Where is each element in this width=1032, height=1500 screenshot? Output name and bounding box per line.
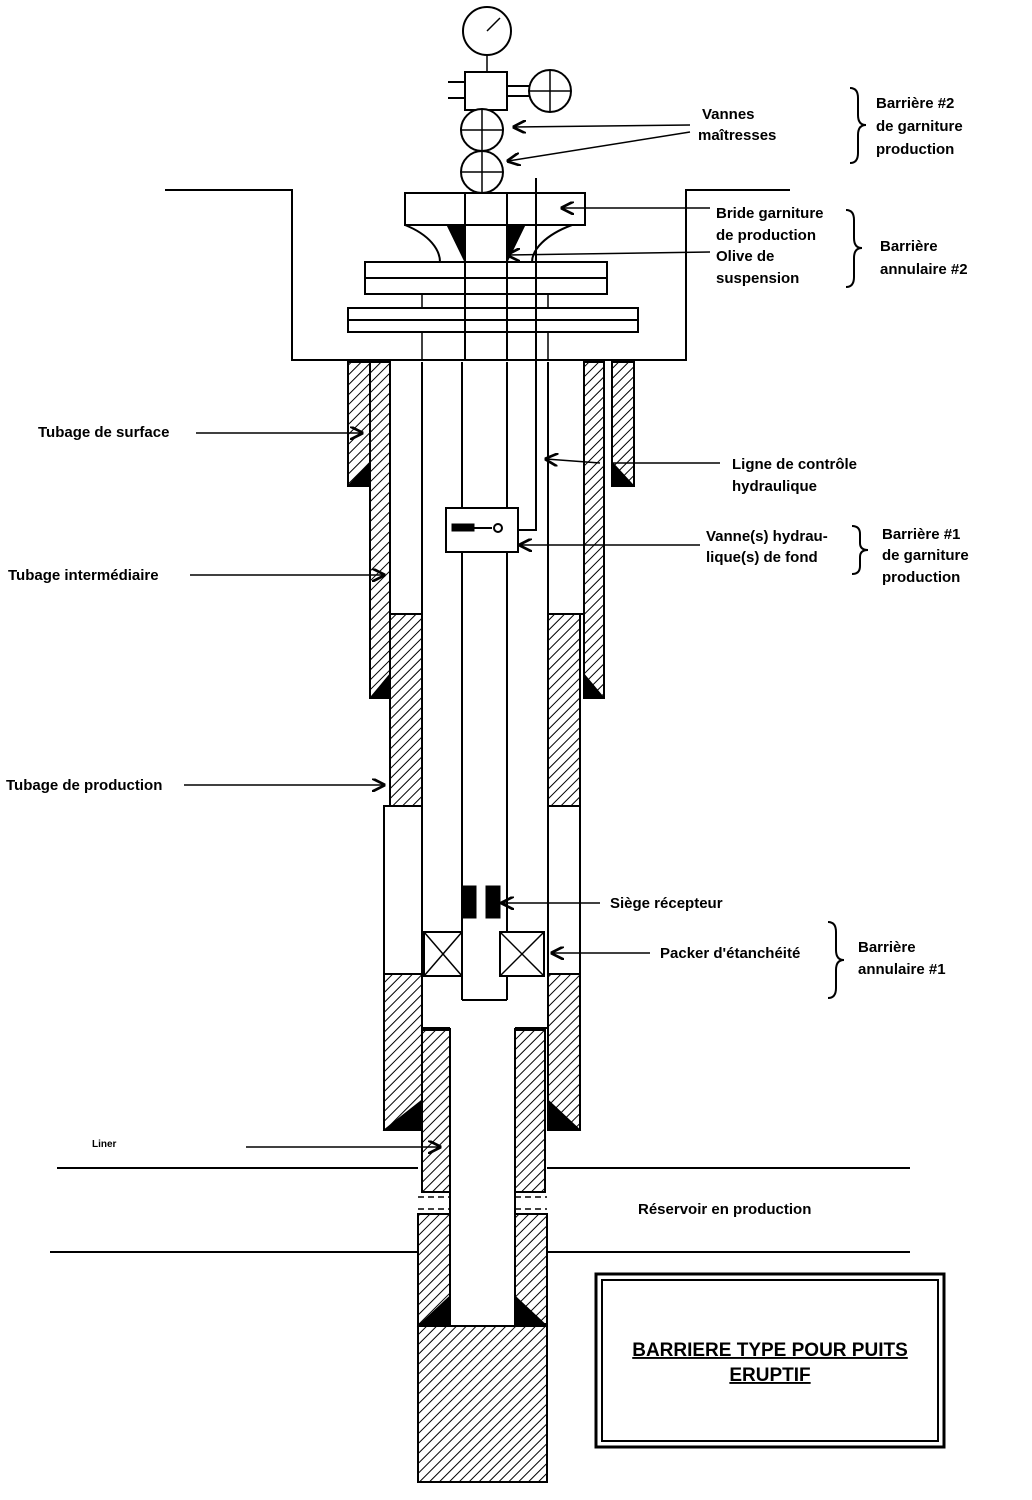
casing-head-flange-3 — [347, 307, 639, 321]
label-tubage-production: Tubage de production — [6, 777, 162, 794]
label-barriere2-garniture-2: de garniture — [876, 118, 963, 135]
label-barriere2-garniture-3: production — [876, 141, 954, 158]
landing-nipple-left — [461, 885, 477, 919]
casing-head-flange-2 — [364, 277, 608, 295]
label-vannes-hydrauliques-2: lique(s) de fond — [706, 549, 818, 566]
label-ligne-controle-1: Ligne de contrôle — [732, 456, 857, 473]
leader-arrows — [184, 125, 720, 1147]
title-line-2: ERUPTIF — [729, 1365, 810, 1386]
label-barriere-annulaire1-1: Barrière — [858, 939, 916, 956]
label-tubage-surface: Tubage de surface — [38, 424, 169, 441]
liner — [416, 1027, 549, 1483]
casing-head-flange-1 — [364, 261, 608, 279]
tubing-spool — [404, 224, 573, 263]
label-vannes-maitresses-1: Vannes — [702, 106, 755, 123]
label-ligne-controle-2: hydraulique — [732, 478, 817, 495]
hydraulic-control-line — [518, 178, 537, 531]
label-barriere-annulaire1-2: annulaire #1 — [858, 961, 946, 978]
cellar-outline — [165, 189, 790, 361]
wellhead — [165, 6, 790, 361]
label-packer: Packer d'étanchéité — [660, 945, 800, 962]
label-vannes-maitresses-2: maîtresses — [698, 127, 776, 144]
label-barriere2-garniture-1: Barrière #2 — [876, 95, 954, 112]
tubing-head-flange — [404, 192, 586, 226]
packer-icon — [423, 931, 545, 977]
label-tubage-intermediaire: Tubage intermédiaire — [8, 567, 159, 584]
label-reservoir: Réservoir en production — [638, 1201, 811, 1218]
label-barriere-annulaire2-2: annulaire #2 — [880, 261, 968, 278]
label-liner: Liner — [92, 1139, 117, 1150]
label-barriere-annulaire2-1: Barrière — [880, 238, 938, 255]
label-barriere1-garniture-3: production — [882, 569, 960, 586]
cement-plug — [417, 1325, 548, 1483]
title-box: BARRIERE TYPE POUR PUITS ERUPTIF — [594, 1272, 946, 1449]
production-tubing — [423, 178, 545, 1001]
label-bride-2: de production — [716, 227, 816, 244]
landing-nipple-right — [485, 885, 501, 919]
production-casing — [382, 362, 582, 1131]
casing-head-flange-4 — [347, 319, 639, 333]
title-line-1: BARRIERE TYPE POUR PUITS — [632, 1340, 908, 1361]
label-barriere1-garniture-2: de garniture — [882, 547, 969, 564]
label-barriere1-garniture-1: Barrière #1 — [882, 526, 960, 543]
label-bride-1: Bride garniture — [716, 205, 824, 222]
label-siege-recepteur: Siège récepteur — [610, 895, 723, 912]
label-olive-1: Olive de — [716, 248, 774, 265]
christmas-tree-tee — [464, 71, 508, 111]
label-vannes-hydrauliques-1: Vanne(s) hydrau- — [706, 528, 828, 545]
intermediate-casing — [368, 361, 606, 699]
label-olive-2: suspension — [716, 270, 799, 287]
braces — [827, 87, 869, 999]
